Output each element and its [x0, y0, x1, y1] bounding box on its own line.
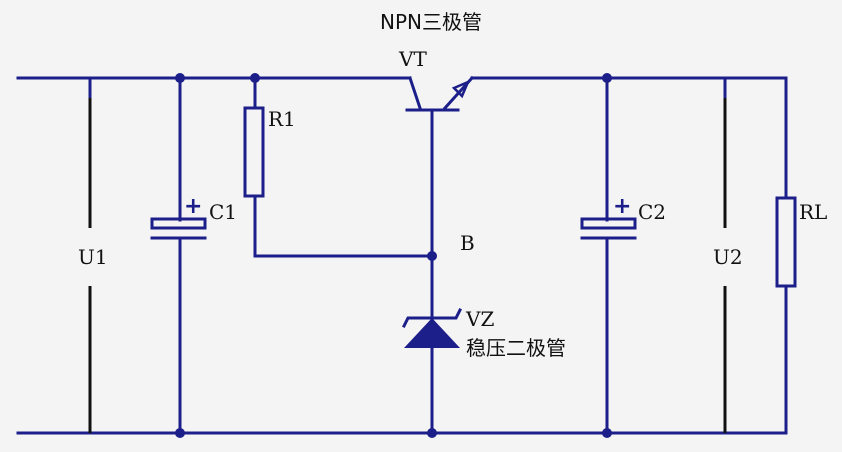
junction-dot — [602, 428, 612, 438]
vt-emitter-arrow — [451, 79, 471, 99]
junction-dot — [175, 73, 185, 83]
zener-type-label: 稳压二极管 — [466, 336, 566, 360]
c2-polarity: + — [613, 194, 631, 219]
rl-body — [775, 196, 797, 288]
r1-label: R1 — [268, 107, 296, 131]
c1-plate-top — [150, 217, 207, 230]
u1-label: U1 — [78, 245, 108, 269]
junction-dot — [427, 428, 437, 438]
vt-type-label: NPN三极管 — [380, 10, 482, 34]
zener-triangle — [404, 318, 460, 348]
junction-dot — [175, 428, 185, 438]
junction-dot — [250, 73, 260, 83]
rl-label: RL — [799, 200, 827, 224]
junction-dot — [427, 251, 437, 261]
r1-body — [243, 106, 265, 198]
c1-polarity: + — [184, 194, 202, 219]
vt-ref-label: VT — [398, 47, 427, 71]
zener-ref-label: VZ — [465, 307, 494, 331]
c2-plate-top — [580, 217, 637, 230]
c2-label: C2 — [638, 200, 666, 224]
u2-label: U2 — [713, 245, 743, 269]
node-b-label: B — [460, 231, 475, 255]
vt-collector — [408, 76, 422, 110]
junction-dot — [602, 73, 612, 83]
c1-label: C1 — [209, 200, 237, 224]
